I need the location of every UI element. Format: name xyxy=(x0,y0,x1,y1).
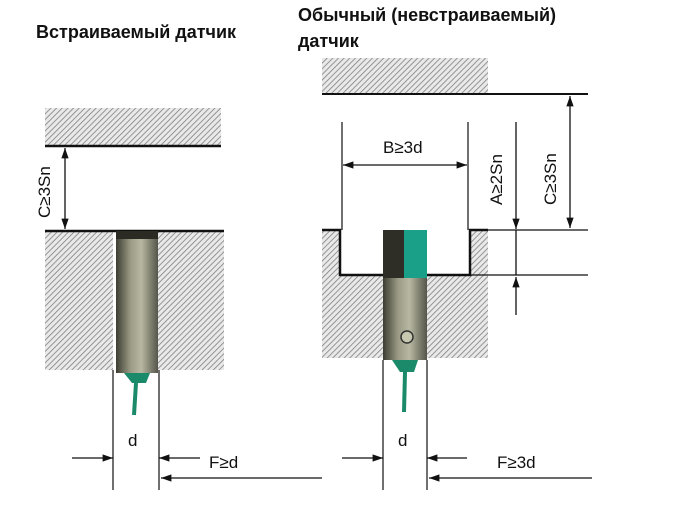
left-mount-metal-right xyxy=(158,231,224,370)
right-recess-edge-left xyxy=(322,228,383,277)
right-sensor-nut-icon xyxy=(400,330,414,344)
left-target-plate xyxy=(45,108,221,146)
right-panel: Обычный (невстраиваемый) датчик B≥3d A≥2… xyxy=(298,5,592,490)
right-title-line1: Обычный (невстраиваемый) xyxy=(298,5,556,25)
left-free-zone-label: F≥d xyxy=(209,453,238,472)
right-recess-depth-label: A≥2Sn xyxy=(487,154,506,205)
right-sensor-tail xyxy=(392,360,418,372)
right-target-plate xyxy=(322,58,488,94)
right-cable xyxy=(402,371,407,413)
right-gap-label: C≥3Sn xyxy=(541,153,560,205)
right-free-zone-label: F≥3d xyxy=(497,453,536,472)
left-sensor-body xyxy=(116,231,158,373)
right-sensor-cap xyxy=(404,230,427,278)
left-gap-label: C≥3Sn xyxy=(35,166,54,218)
left-sensor-tail xyxy=(124,373,150,383)
left-panel: Встраиваемый датчик C≥3Sn d F≥d xyxy=(35,22,322,490)
left-mount-metal-left xyxy=(45,231,113,370)
right-sensor-head xyxy=(383,230,404,278)
right-mount-metal-right xyxy=(427,230,488,358)
right-title-line2: датчик xyxy=(298,31,360,51)
left-cable xyxy=(132,382,138,416)
right-recess-width-label: B≥3d xyxy=(383,138,423,157)
left-sensor-face xyxy=(116,231,158,239)
left-title: Встраиваемый датчик xyxy=(36,22,237,42)
right-diameter-label: d xyxy=(398,431,407,450)
right-mount-metal-left xyxy=(322,230,383,358)
left-diameter-label: d xyxy=(128,431,137,450)
